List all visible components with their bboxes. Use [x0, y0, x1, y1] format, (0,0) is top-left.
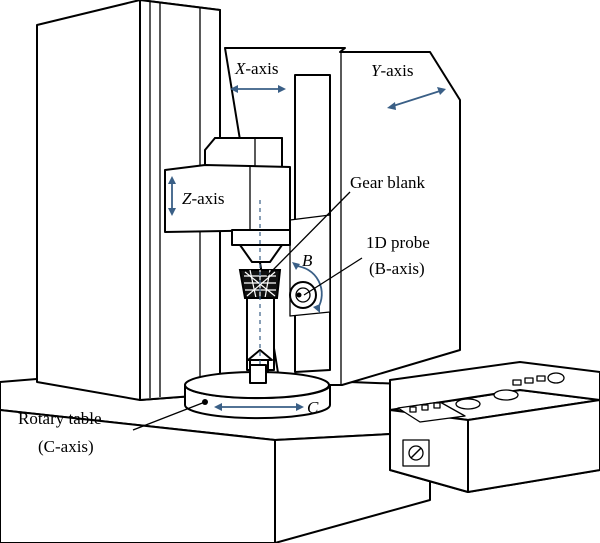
probe-label-line1: 1D probe [366, 233, 430, 252]
z-axis-arrow [168, 176, 176, 216]
x-axis-label: X-axis [234, 59, 278, 78]
key-switch-icon [408, 445, 424, 461]
control-panel [389, 361, 600, 493]
c-axis-symbol: C [307, 398, 319, 417]
rotary-table-leader [132, 401, 206, 431]
probe-leader [303, 257, 363, 296]
probe-label-line2: (B-axis) [369, 259, 425, 278]
c-axis-arrow [214, 403, 304, 411]
y-axis-arrow [387, 87, 446, 110]
y-axis-label: Y-axis [371, 61, 414, 80]
rotary-table-label-line1: Rotary table [18, 409, 102, 428]
z-axis-label: Z-axis [182, 189, 225, 208]
gear-blank-label: Gear blank [350, 173, 426, 192]
gear-blank-leader [266, 191, 351, 277]
z-axis-carriage [164, 137, 291, 263]
probe-sensor-icon [289, 281, 317, 309]
x-axis-arrow [230, 85, 286, 93]
rotary-table-label-line2: (C-axis) [38, 437, 94, 456]
b-axis-arrow [292, 262, 323, 313]
b-axis-symbol: B [302, 251, 313, 270]
